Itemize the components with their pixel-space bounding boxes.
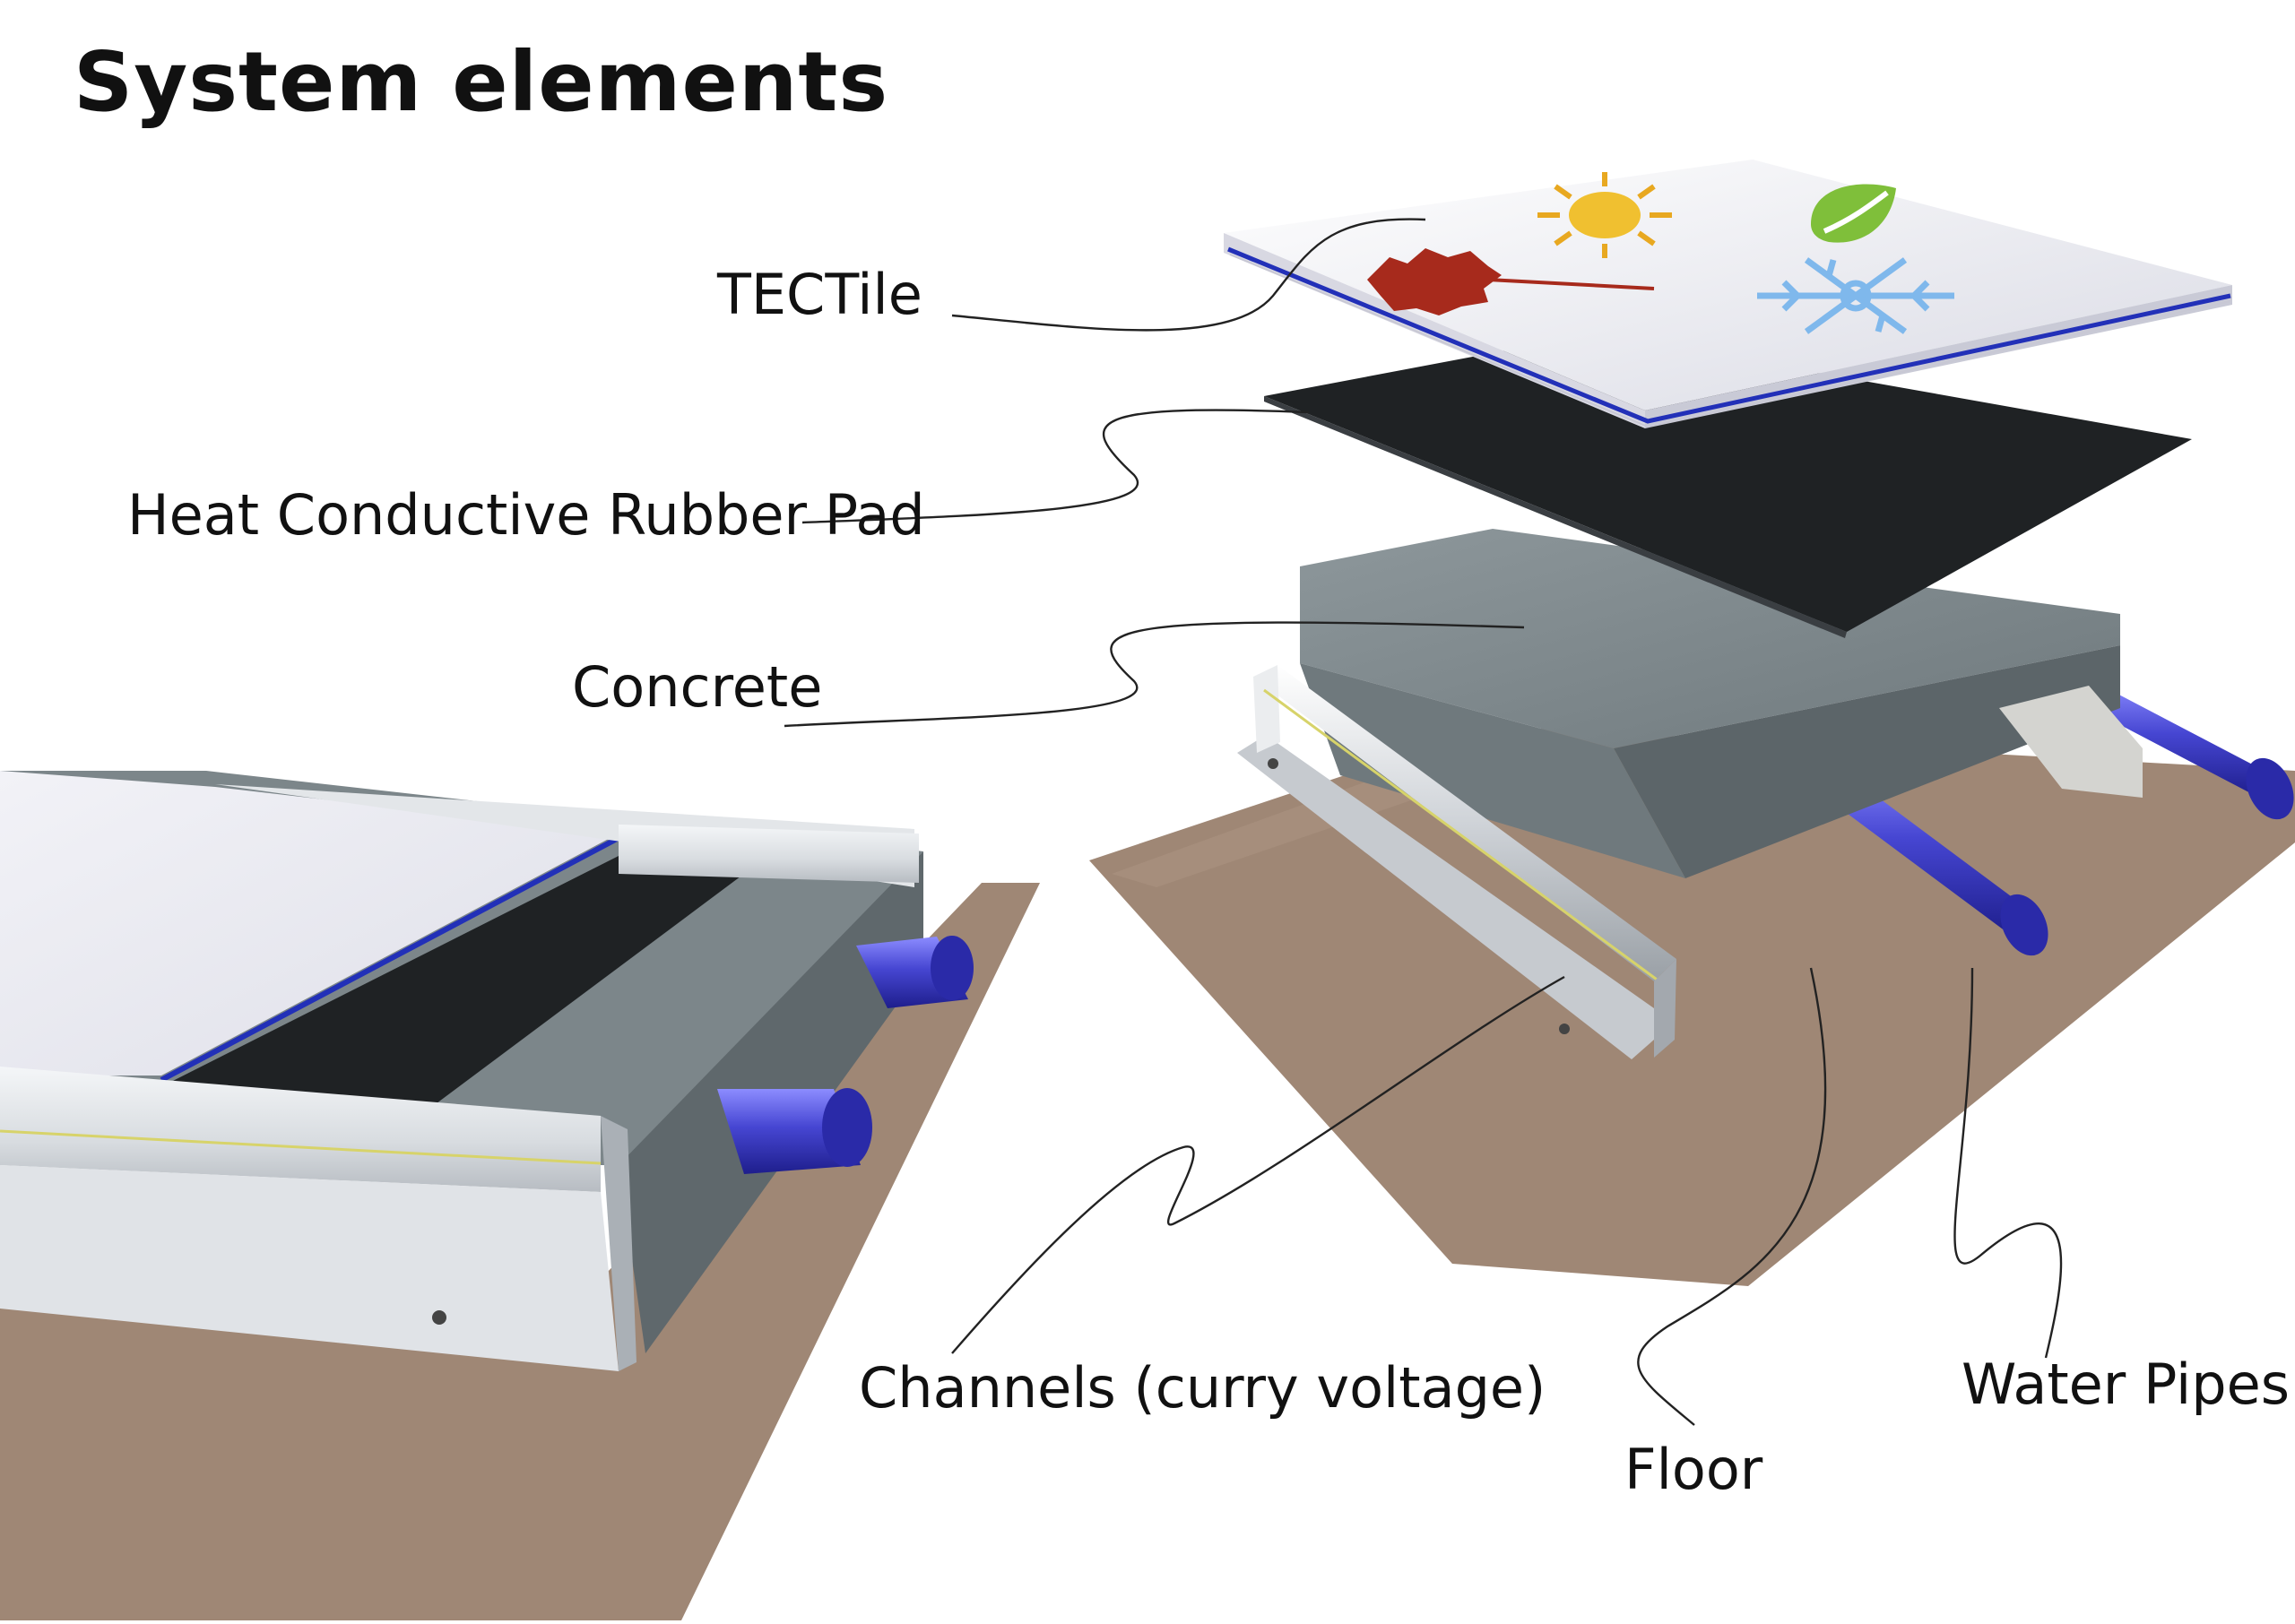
sun-icon [1537, 172, 1672, 258]
floor-label: Floor [1624, 1437, 1763, 1502]
channel-rail [1237, 665, 1676, 1059]
leaf-icon [1811, 184, 1896, 243]
water-pipes-leader [1953, 967, 2063, 1359]
water-pipe [717, 1088, 872, 1174]
water-pipe [2071, 681, 2294, 820]
autumn-leaf-icon [1367, 248, 1655, 315]
water-pipe [856, 936, 974, 1008]
tectile-panel [1224, 160, 2232, 428]
leader-lines [784, 218, 2063, 1426]
concrete-label: Concrete [572, 654, 823, 720]
floor-leader [1637, 967, 1827, 1426]
rubber-pad-leader [801, 409, 1310, 524]
channels-label: Channels (curry voltage) [859, 1355, 1546, 1421]
rubber-pad-label: Heat Conductive Rubber Pad [127, 482, 925, 548]
page-title: System elements [74, 34, 889, 130]
channels-leader [951, 975, 1565, 1354]
concrete-leader [784, 621, 1525, 728]
water-pipes-label: Water Pipes [1962, 1352, 2291, 1417]
rubber-pad [1264, 333, 2192, 632]
tectile-label: TECTile [717, 262, 922, 327]
closeup-assembly [0, 771, 1040, 1620]
snowflake-icon [1757, 257, 1954, 334]
concrete-block [1300, 529, 2120, 878]
tectile-leader [951, 218, 1426, 332]
